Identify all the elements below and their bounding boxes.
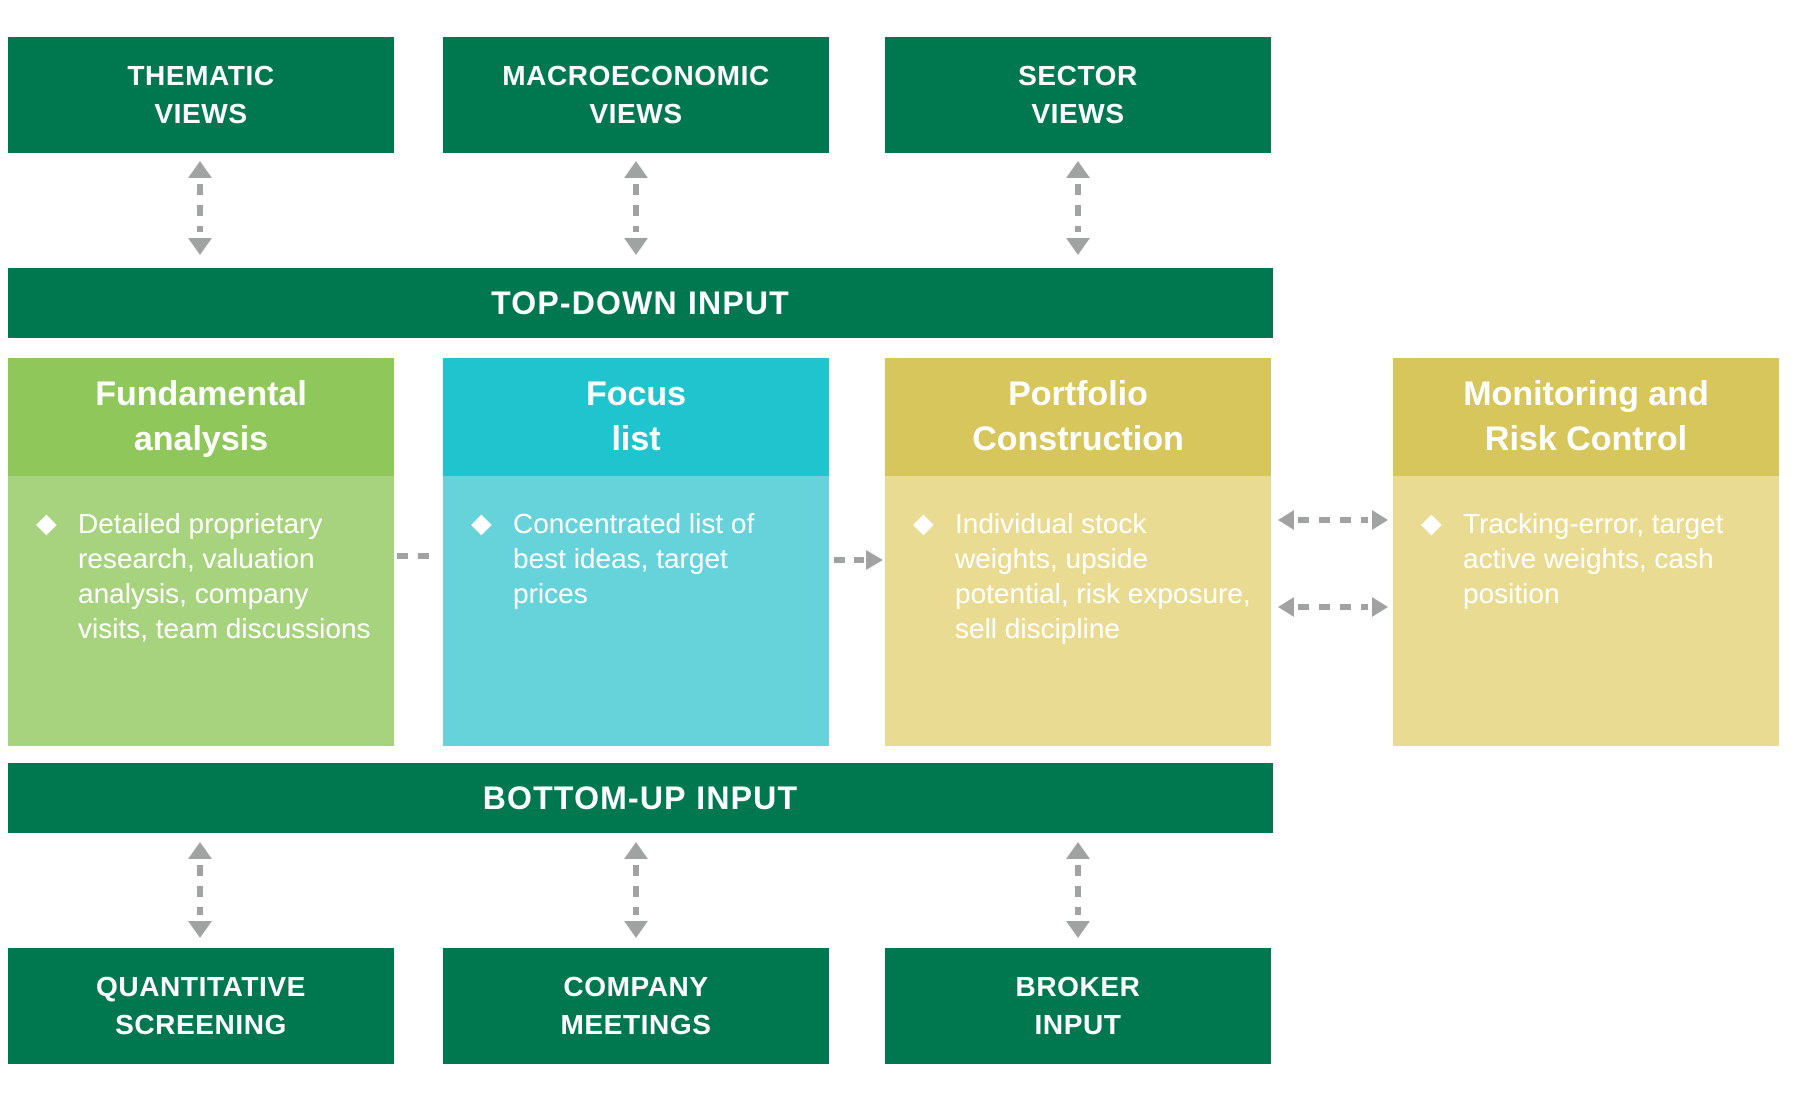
bottom-box-quantitative-screening: QUANTITATIVE SCREENING — [8, 948, 394, 1064]
box-label-line: THEMATIC — [127, 60, 275, 91]
dashed-double-arrow-horizontal-icon — [1278, 510, 1388, 530]
column-body-text: Individual stock weights, upside potenti… — [955, 508, 1251, 644]
box-label-line: BROKER — [1015, 971, 1141, 1002]
box-label-line: VIEWS — [154, 98, 248, 129]
column-body: ◆ Individual stock weights, upside poten… — [885, 476, 1271, 746]
dashed-double-arrow-vertical-icon — [624, 161, 648, 255]
diamond-bullet-icon: ◆ — [36, 508, 57, 538]
bottom-box-broker-input: BROKER INPUT — [885, 948, 1271, 1064]
diamond-bullet-icon: ◆ — [1421, 508, 1442, 538]
column-body: ◆ Detailed proprietary research, valuati… — [8, 476, 394, 746]
title-line: Fundamental — [95, 375, 307, 413]
box-label-line: VIEWS — [1031, 98, 1125, 129]
column-title: Fundamental analysis — [8, 358, 394, 476]
diamond-bullet-icon: ◆ — [471, 508, 492, 538]
dashed-connector-icon — [397, 553, 439, 559]
title-line: Construction — [972, 420, 1184, 458]
box-label-line: SCREENING — [115, 1009, 287, 1040]
bar-label: BOTTOM-UP INPUT — [482, 779, 799, 816]
column-focus-list: Focus list ◆ Concentrated list of best id… — [443, 358, 829, 746]
dashed-double-arrow-horizontal-icon — [1278, 597, 1388, 617]
title-line: Portfolio — [1008, 375, 1148, 413]
box-label-line: VIEWS — [589, 98, 683, 129]
top-box-thematic-views: THEMATIC VIEWS — [8, 37, 394, 153]
top-box-sector-views: SECTOR VIEWS — [885, 37, 1271, 153]
dashed-double-arrow-vertical-icon — [1066, 161, 1090, 255]
diamond-bullet-icon: ◆ — [913, 508, 934, 538]
title-line: Focus — [585, 375, 687, 413]
top-box-macroeconomic-views: MACROECONOMIC VIEWS — [443, 37, 829, 153]
title-line: Risk Control — [1484, 420, 1688, 458]
box-label-line: MACROECONOMIC — [502, 60, 770, 91]
dashed-double-arrow-vertical-icon — [188, 161, 212, 255]
dashed-arrow-right-icon — [834, 550, 883, 570]
column-body: ◆ Concentrated list of best ideas, targe… — [443, 476, 829, 746]
box-label-line: INPUT — [1034, 1009, 1122, 1040]
box-label-line: QUANTITATIVE — [96, 971, 306, 1002]
column-title: Focus list — [443, 358, 829, 476]
title-line: Monitoring and — [1463, 375, 1709, 413]
box-label-line: MEETINGS — [560, 1009, 712, 1040]
title-line: analysis — [133, 420, 269, 458]
column-title-text: Fundamental analysis — [95, 372, 307, 462]
bottom-box-company-meetings: COMPANY MEETINGS — [443, 948, 829, 1064]
top-down-input-bar: TOP-DOWN INPUT — [8, 268, 1273, 338]
column-body-text: Detailed proprietary research, valuation… — [78, 508, 371, 644]
column-body-text: Tracking-error, target active weights, c… — [1463, 508, 1724, 609]
column-title-text: Focus list — [586, 372, 686, 462]
bar-label: TOP-DOWN INPUT — [491, 284, 790, 321]
box-label-line: COMPANY — [563, 971, 709, 1002]
dashed-double-arrow-vertical-icon — [1066, 842, 1090, 938]
column-fundamental-analysis: Fundamental analysis ◆ Detailed proprieta… — [8, 358, 394, 746]
bottom-up-input-bar: BOTTOM-UP INPUT — [8, 763, 1273, 833]
dashed-double-arrow-vertical-icon — [624, 842, 648, 938]
dashed-double-arrow-vertical-icon — [188, 842, 212, 938]
box-label-line: SECTOR — [1018, 60, 1138, 91]
title-line: list — [611, 420, 661, 458]
column-body-text: Concentrated list of best ideas, target … — [513, 508, 755, 609]
column-body: ◆ Tracking-error, target active weights,… — [1393, 476, 1779, 746]
